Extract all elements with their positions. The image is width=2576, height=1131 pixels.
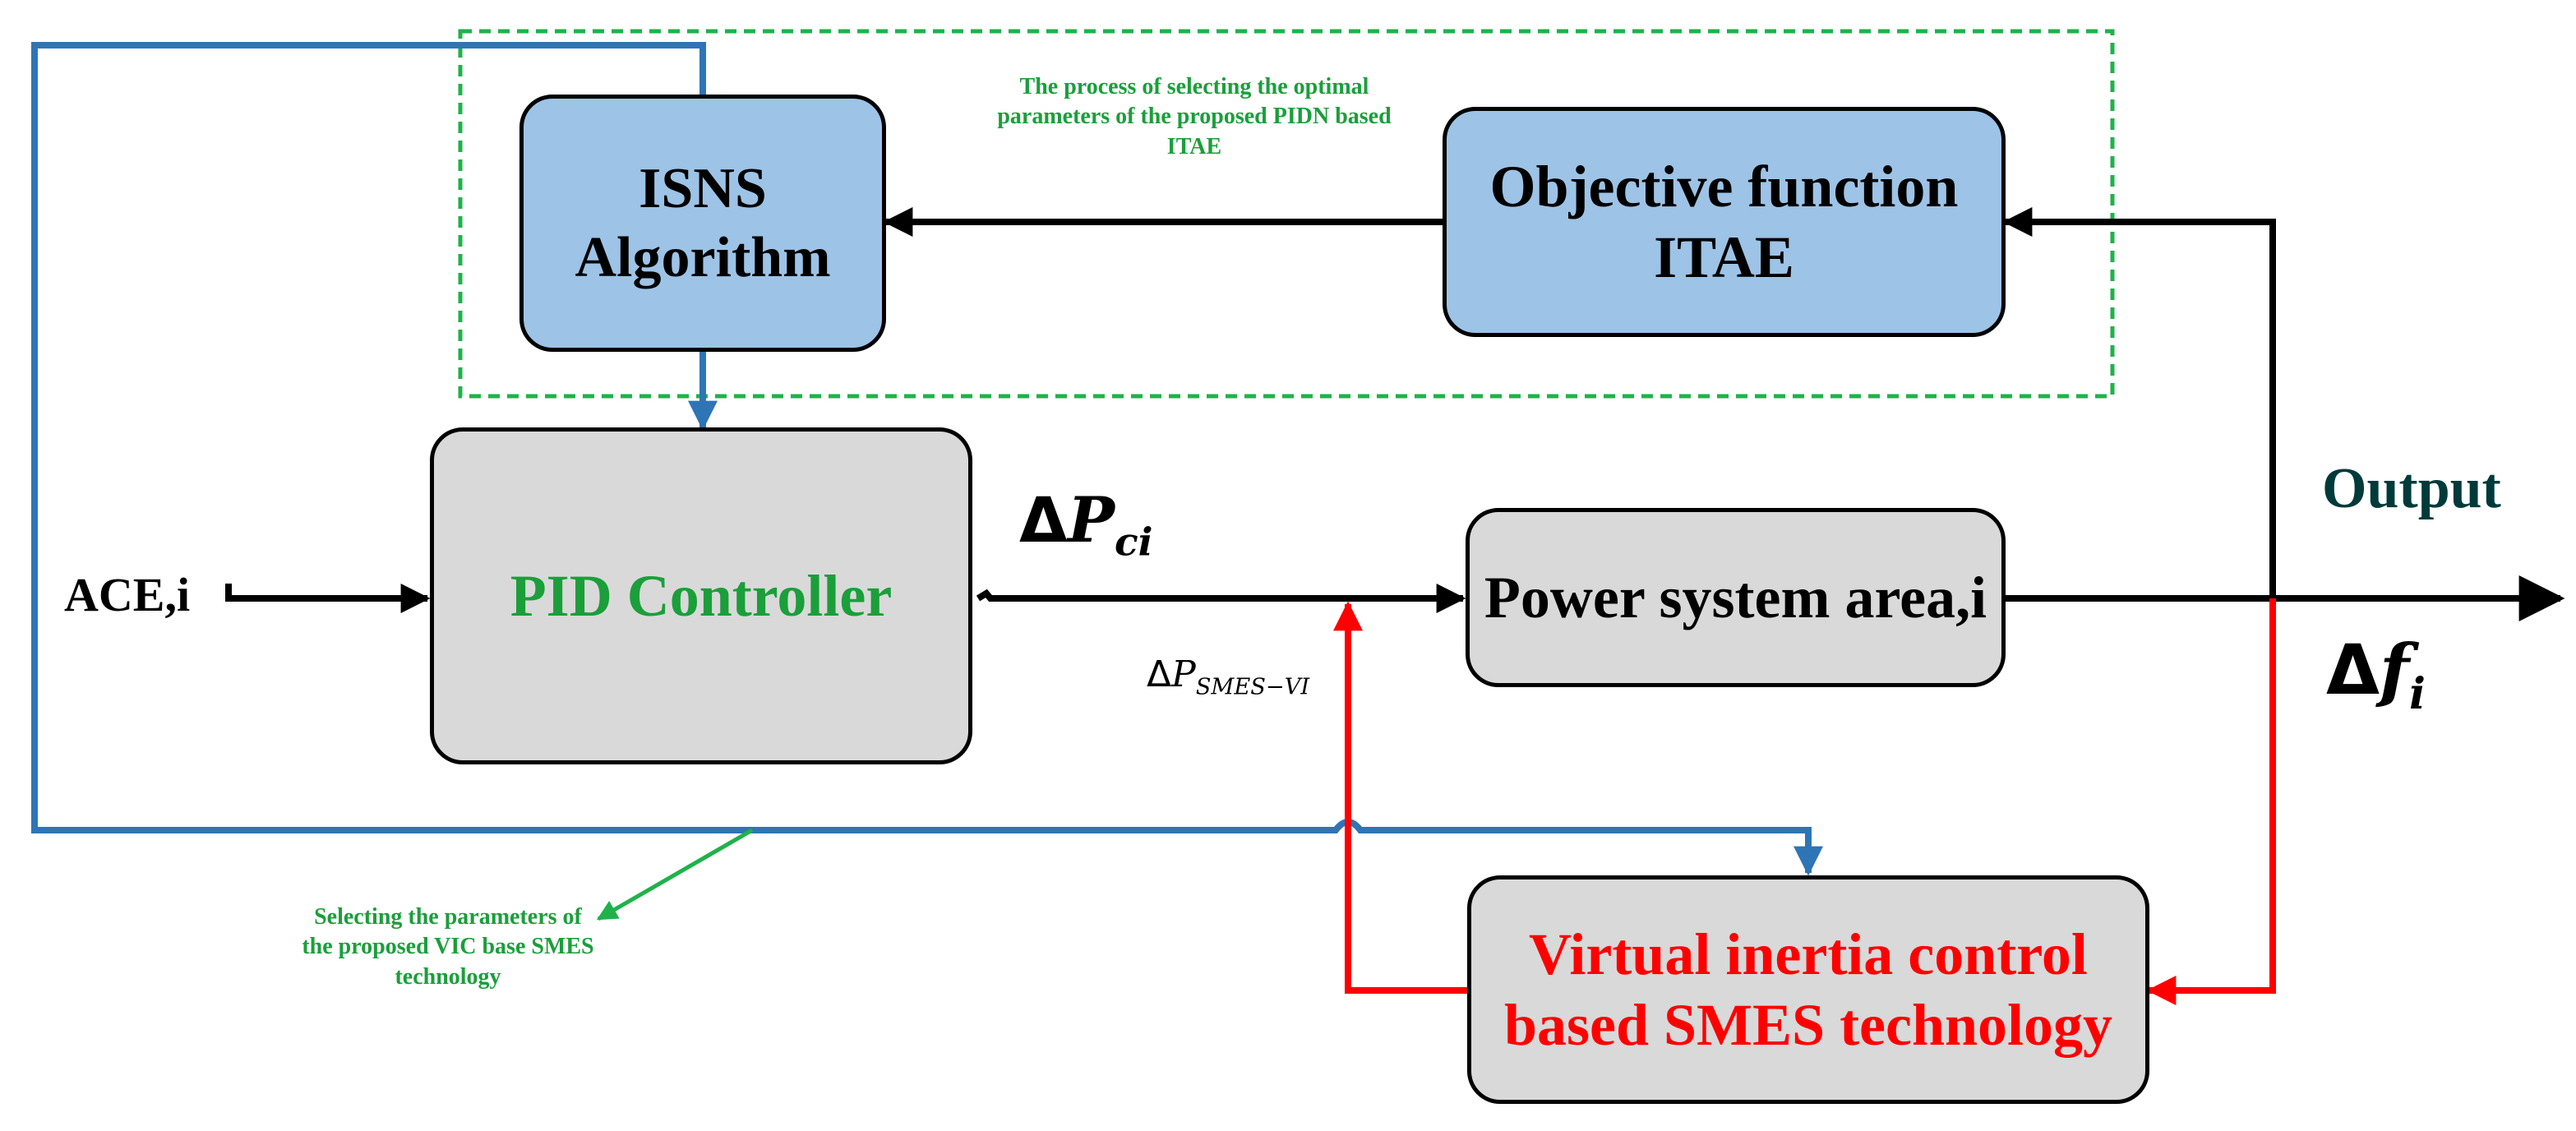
delta-f-var: f bbox=[2380, 629, 2410, 710]
delta-psmes-delta: Δ bbox=[1147, 653, 1172, 695]
ace-input-arrow bbox=[225, 584, 431, 613]
delta-psmes-var: P bbox=[1171, 653, 1196, 695]
pid-controller-block: PID Controller bbox=[430, 427, 972, 764]
delta-psmes-label: ΔPSMES−VI bbox=[1147, 653, 1309, 700]
delta-pc-label: ΔPci bbox=[1019, 483, 1153, 565]
delta-pc-sub: ci bbox=[1114, 519, 1153, 566]
optimal-process-note: The process of selecting the optimal par… bbox=[997, 74, 1392, 159]
isns-line1: ISNS bbox=[639, 156, 767, 220]
vic-to-summing-arrow bbox=[1333, 601, 1467, 994]
pid-to-power-arrow bbox=[976, 584, 1466, 613]
output-to-objective-arrow bbox=[2002, 207, 2276, 598]
power-system-block: Power system area,i bbox=[1466, 508, 2006, 687]
vic-params-note: Selecting the parameters of the proposed… bbox=[302, 904, 594, 990]
vic-smes-block: Virtual inertia control based SMES techn… bbox=[1467, 875, 2149, 1104]
delta-f-delta: Δ bbox=[2326, 630, 2380, 710]
output-label: Output bbox=[2322, 457, 2501, 520]
ace-input-label: ACE,i bbox=[64, 568, 191, 621]
objective-line2: ITAE bbox=[1654, 224, 1794, 290]
delta-pc-var: P bbox=[1067, 483, 1115, 556]
objective-line1: Objective function bbox=[1489, 153, 1959, 219]
vic-line1: Virtual inertia control bbox=[1529, 921, 2088, 987]
vic-params-pointer bbox=[596, 828, 754, 921]
objective-function-block: Objective function ITAE bbox=[1443, 107, 2006, 337]
optimization-region bbox=[458, 29, 2115, 399]
vic-line2: based SMES technology bbox=[1503, 992, 2113, 1058]
isns-algorithm-block: ISNS Algorithm bbox=[519, 95, 886, 352]
delta-f-label: Δfi bbox=[2326, 629, 2426, 719]
output-to-vic-arrow bbox=[2146, 598, 2276, 1005]
power-label: Power system area,i bbox=[1484, 564, 1987, 630]
pid-label: PID Controller bbox=[510, 562, 893, 629]
delta-psmes-sub: SMES−VI bbox=[1195, 674, 1310, 700]
delta-pc-delta: Δ bbox=[1019, 483, 1068, 556]
isns-line2: Algorithm bbox=[575, 225, 831, 289]
delta-f-sub: i bbox=[2409, 669, 2426, 720]
